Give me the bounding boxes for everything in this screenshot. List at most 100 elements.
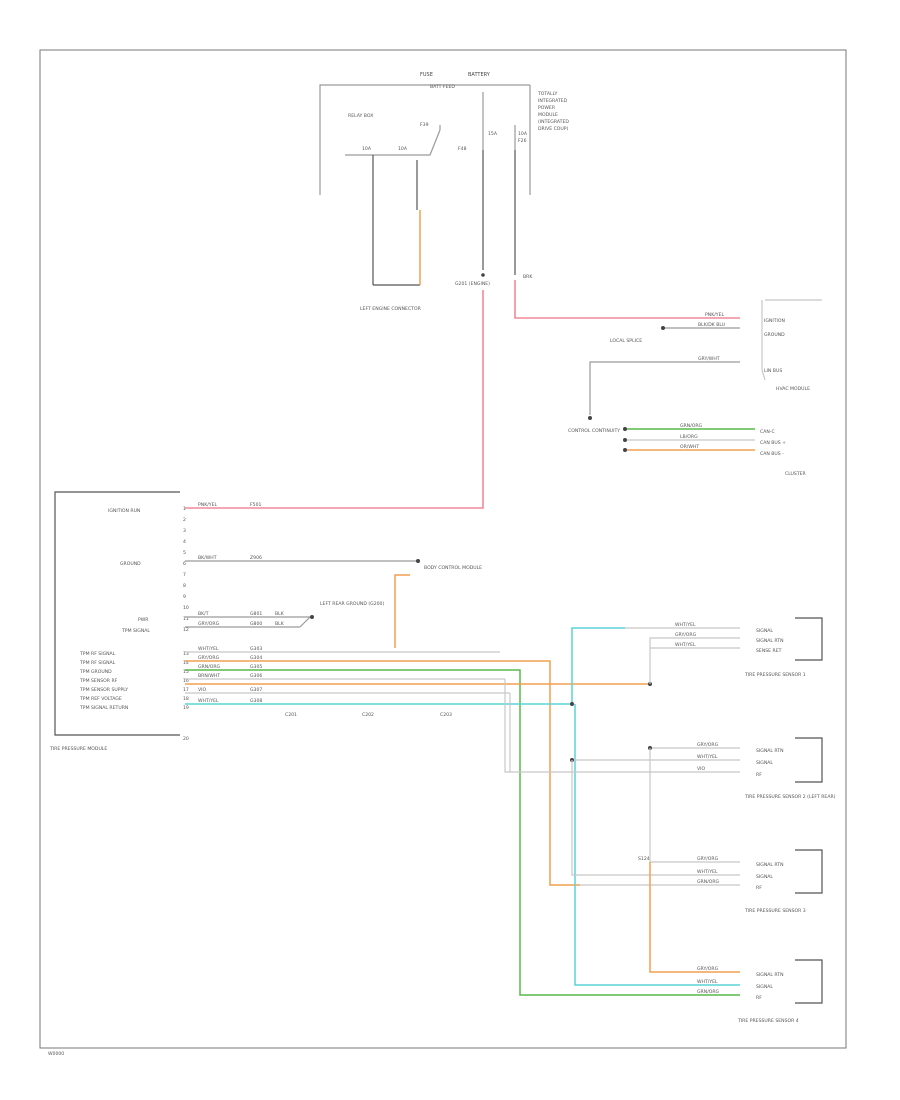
hvac-pin-2: LIN BUS: [764, 368, 782, 374]
left-fuse-1: 10A: [398, 146, 408, 152]
hvac-pin-0: IGNITION: [764, 318, 785, 324]
footer-ref: W0000: [48, 1051, 64, 1057]
tpm-pin-label-9: TPM REF VOLTAGE: [79, 696, 122, 702]
svg-text:2: 2: [183, 517, 186, 523]
tpm-row-0-wire: PNK/YEL: [198, 502, 217, 508]
cluster-wire-1: LB/ORG: [680, 434, 698, 440]
tpm-pin-label-3: TPM SIGNAL: [121, 628, 150, 634]
pink-hvac-wire: [514, 280, 740, 319]
sensor-2-pin-0: SIGNAL RTN: [756, 748, 784, 754]
tpm-row-6-wire: GRN/ORG: [198, 664, 221, 670]
svg-text:19: 19: [183, 705, 189, 711]
fuse-note-2: POWER: [538, 105, 556, 111]
cluster-pin-0: CAN-C: [760, 429, 775, 435]
tpm-pin-label-7: TPM SENSOR RF: [79, 678, 118, 684]
tpm-row-3-code: G800: [250, 621, 262, 627]
sensor-3-splice: S124: [638, 856, 650, 862]
pink-feed-wire: [185, 290, 484, 509]
left-connector-label: LEFT ENGINE CONNECTOR: [360, 306, 422, 312]
svg-text:20: 20: [183, 736, 189, 742]
splice-1: C202: [362, 712, 374, 718]
fuse-title-right: BATTERY: [468, 72, 491, 78]
svg-text:1: 1: [183, 506, 186, 512]
sensor-2-wire-0: GRY/ORG: [697, 742, 719, 748]
tpm-pin-label-1: GROUND: [120, 561, 141, 567]
svg-text:11: 11: [183, 616, 189, 622]
left-fuse-0: 10A: [362, 146, 372, 152]
sensor-4-pin-2: RF: [756, 995, 762, 1001]
fuse-drops: LEFT ENGINE CONNECTOR G201 (ENGINE) BRK: [360, 150, 533, 312]
hvac-wire-2: GRY/WHT: [698, 356, 720, 362]
svg-text:9: 9: [183, 594, 186, 600]
svg-text:6: 6: [183, 561, 186, 567]
tpm-row-3-wire: GRY/ORG: [198, 621, 220, 627]
svg-text:12: 12: [183, 627, 189, 633]
tpm-row-4-wire: WHT/YEL: [198, 646, 219, 652]
sensor-3-pin-2: RF: [756, 885, 762, 891]
hvac-pin-1: GROUND: [764, 332, 785, 338]
sensor-3-title: TIRE PRESSURE SENSOR 3: [744, 908, 806, 914]
sensor-3: S124 GRY/ORG WHT/YEL GRN/ORG SIGNAL RTN …: [571, 748, 823, 914]
fuse-note-4: (INTEGRATED: [538, 119, 569, 125]
tpm-pin-label-8: TPM SENSOR SUPPLY: [79, 687, 128, 693]
tpm-row-5-wire: GRY/ORG: [198, 655, 220, 661]
svg-text:8: 8: [183, 583, 186, 589]
sensor-4: GRY/ORG WHT/YEL GRN/ORG SIGNAL RTN SIGNA…: [649, 862, 823, 1024]
splice-0: C201: [285, 712, 297, 718]
hvac-module: PNK/YEL BLK/DK BLU GRY/WHT IGNITION GROU…: [588, 299, 822, 420]
tpm-row-3-extra: BLK: [275, 621, 285, 627]
fuse-subtitle: BATT FEED: [430, 84, 455, 90]
cluster-wire-0: GRN/ORG: [680, 423, 703, 429]
tpm-row-9-code: G308: [250, 698, 262, 704]
sensor-3-pin-1: SIGNAL: [756, 874, 773, 880]
sensor-3-wire-0: GRY/ORG: [697, 856, 719, 862]
svg-text:17: 17: [183, 687, 189, 693]
cluster-label: CLUSTER: [785, 471, 807, 477]
svg-text:13: 13: [183, 651, 189, 657]
right-fuse-caption-0: 15A: [488, 131, 498, 137]
fuse-note-3: MODULE: [538, 112, 558, 118]
cluster-source: CONTROL CONTINUITY: [568, 428, 620, 434]
svg-text:10: 10: [183, 605, 189, 611]
fuse-label-1: F48: [458, 146, 467, 152]
sensor-3-wire-2: GRN/ORG: [697, 879, 720, 885]
sensor-4-pin-0: SIGNAL RTN: [756, 972, 784, 978]
tpm-row-2-code: G801: [250, 611, 262, 617]
tpm-row-7-wire: BRN/WHT: [198, 673, 220, 679]
cluster-wire-2: OR/WHT: [680, 444, 699, 450]
ground-label: LEFT REAR GROUND (G200): [320, 601, 384, 607]
tpm-row-8-wire: VIO: [198, 687, 206, 693]
sensor-1-wire-0: WHT/YEL: [675, 622, 696, 628]
fuse-note-0: TOTALLY: [537, 91, 558, 97]
tpm-row-7-code: G306: [250, 673, 262, 679]
sensor-4-wire-1: WHT/YEL: [697, 979, 718, 985]
sensor-2-pin-2: RF: [756, 772, 762, 778]
hvac-wire-0: PNK/YEL: [705, 312, 724, 318]
fuse-label-0: F39: [420, 122, 429, 128]
tpm-row-1-wire: BK/WHT: [198, 555, 217, 561]
sensor-1: WHT/YEL GRY/ORG WHT/YEL SIGNAL SIGNAL RT…: [625, 617, 823, 684]
svg-text:18: 18: [183, 696, 189, 702]
sensor-2-pin-1: SIGNAL: [756, 760, 773, 766]
fuse-note-5: DRIVE COUP): [538, 126, 569, 132]
sensor-3-pin-0: SIGNAL RTN: [756, 862, 784, 868]
tpm-pin-label-6: TPM GROUND: [79, 669, 112, 675]
routing-wires: [504, 627, 740, 996]
tpm-row-5-code: G304: [250, 655, 262, 661]
sensor-2-wire-2: VIO: [697, 766, 705, 772]
cluster-pin-2: CAN BUS -: [760, 451, 784, 457]
svg-text:7: 7: [183, 572, 186, 578]
sensor-1-pin-2: SENSE RET: [756, 648, 782, 654]
cluster-module: CONTROL CONTINUITY GRN/ORG LB/ORG OR/WHT…: [568, 423, 807, 477]
sensor-4-wire-2: GRN/ORG: [697, 989, 720, 995]
tpm-pin-label-4: TPM RF SIGNAL: [79, 651, 116, 657]
tpm-module: TIRE PRESSURE MODULE IGNITION RUN GROUND…: [49, 491, 650, 990]
fuse-title-left: FUSE: [420, 72, 433, 78]
svg-text:16: 16: [183, 678, 189, 684]
sensor-2-title: TIRE PRESSURE SENSOR 2 (LEFT REAR): [744, 794, 836, 800]
hvac-module-label: HVAC MODULE: [776, 386, 810, 392]
svg-text:14: 14: [183, 660, 189, 666]
svg-text:15: 15: [183, 669, 189, 675]
sensor-2-wire-1: WHT/YEL: [697, 754, 718, 760]
